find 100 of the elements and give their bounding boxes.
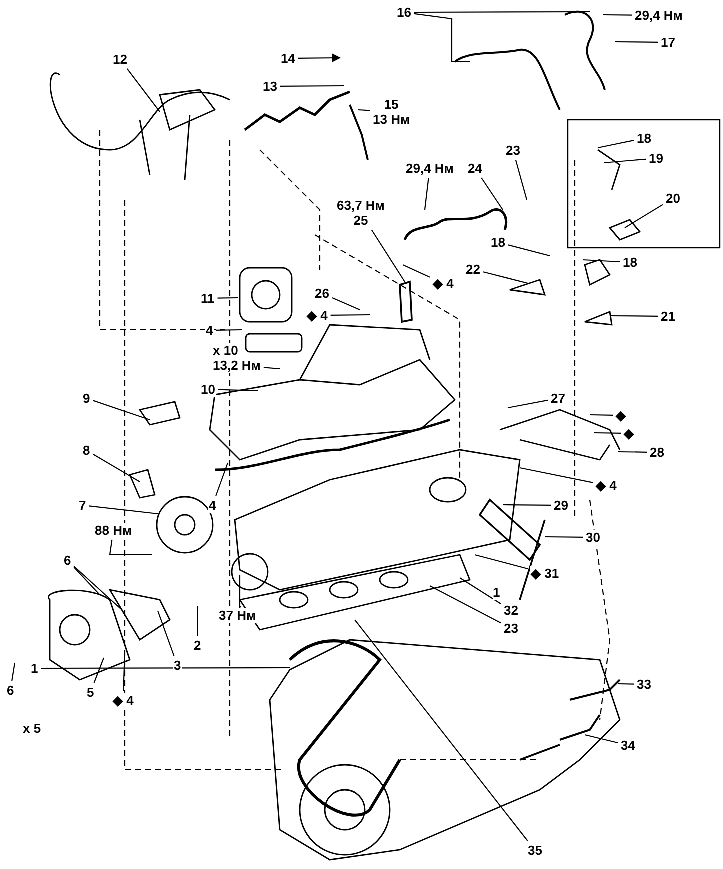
leader-line (89, 506, 158, 515)
callout-label: 21 (660, 309, 676, 324)
callout-label: 29 (553, 498, 570, 513)
leader-line (12, 662, 16, 682)
leader-line (590, 414, 613, 416)
callout-label: 23 (503, 621, 520, 636)
callout-label: x 10 (212, 343, 240, 358)
callout-label: 33 (636, 677, 652, 692)
leader-line (414, 11, 590, 14)
callout-label: 26 (314, 286, 330, 301)
leader-line (218, 389, 258, 392)
leader-line (594, 432, 621, 434)
leader-line (126, 68, 160, 112)
callout-label: 29,4 Нм (405, 161, 455, 176)
callout-label: 20 (665, 191, 682, 206)
callout-label: 14 (280, 51, 296, 66)
callout-label: 1 (493, 585, 500, 600)
callout-label: 13 (262, 79, 278, 94)
callout-label: 2 (193, 638, 202, 653)
leader-line (92, 454, 140, 482)
leader-line (239, 575, 242, 609)
callout-label: ◆ (623, 426, 635, 441)
leader-line (430, 586, 502, 624)
leader-line (545, 536, 583, 538)
callout-label: 24 (467, 161, 484, 176)
leader-line (508, 400, 548, 409)
leader-line (280, 85, 344, 87)
leader-line (216, 462, 229, 496)
callout-label: 4 (208, 498, 218, 513)
leader-line (93, 400, 150, 421)
leader-line (424, 178, 430, 210)
leader-line (197, 606, 199, 636)
leader-line (298, 54, 342, 62)
callout-label: 19 (648, 151, 664, 166)
leader-line (371, 230, 406, 282)
callout-label: 32 (503, 603, 520, 618)
callout-label: 22 (465, 262, 482, 277)
callout-label: 3 (173, 658, 182, 673)
callout-label: x 5 (22, 721, 42, 736)
callout-label: 5 (86, 685, 96, 700)
leader-line (109, 540, 152, 556)
leader-line (515, 160, 528, 200)
leader-line (216, 329, 242, 331)
leader-line (598, 140, 634, 149)
callout-label: 28 (649, 445, 666, 460)
leader-line (610, 315, 658, 317)
callout-label: 6 (6, 683, 16, 698)
leader-line (41, 667, 290, 670)
leader-line (604, 158, 646, 164)
leader-line (94, 658, 105, 684)
leader-line (582, 259, 620, 263)
callout-label: 29,4 Нм (634, 8, 684, 23)
leader-line (354, 620, 528, 842)
callout-label: 23 (505, 143, 522, 158)
callout-label: 4 (205, 323, 214, 338)
callout-label: 34 (620, 738, 636, 753)
leader-line (332, 298, 360, 310)
callout-label: 9 (82, 391, 92, 406)
leader-line (460, 578, 502, 604)
callout-label: 25 (352, 213, 370, 228)
leader-line (414, 13, 470, 63)
callout-label: 88 Нм (94, 523, 134, 538)
leader-line (603, 14, 632, 16)
callout-label: ◆ 4 (112, 693, 135, 708)
callout-label: ◆ 4 (306, 308, 329, 323)
leader-line (503, 504, 551, 506)
callout-label: ◆ (615, 408, 627, 423)
callout-label: 13,2 Нм (212, 358, 262, 373)
callout-label: 30 (585, 530, 602, 545)
callout-label: 63,7 Нм (336, 198, 386, 213)
leader-line (508, 244, 550, 257)
leader-line (358, 109, 370, 112)
leader-line (74, 566, 122, 610)
leader-line (615, 41, 658, 43)
callout-label: 15 (383, 97, 400, 112)
leader-line (218, 297, 238, 299)
callout-label: 35 (527, 843, 544, 858)
callout-label: 18 (490, 235, 506, 250)
leader-line (330, 314, 370, 316)
callout-label: 27 (550, 391, 566, 406)
leader-line (624, 204, 664, 228)
callout-label: 18 (636, 131, 652, 146)
leader-line (474, 554, 528, 570)
callout-label: 17 (660, 35, 676, 50)
callout-label: 16 (396, 5, 412, 20)
leader-line (264, 367, 280, 370)
callout-label: ◆ 4 (432, 276, 455, 291)
callout-label: 18 (622, 255, 638, 270)
leader-line (123, 650, 126, 692)
callout-label: 11 (200, 291, 216, 306)
leader-line (483, 272, 530, 285)
leader-line (618, 451, 647, 453)
callout-label: 37 Нм (218, 608, 258, 623)
callout-label: 1 (30, 661, 40, 676)
leader-line (157, 610, 175, 656)
callout-label: 12 (112, 52, 128, 67)
leader-line (74, 567, 100, 596)
callout-label: 10 (200, 382, 216, 397)
callout-label: 8 (82, 443, 92, 458)
callout-label: ◆ 4 (595, 478, 618, 493)
